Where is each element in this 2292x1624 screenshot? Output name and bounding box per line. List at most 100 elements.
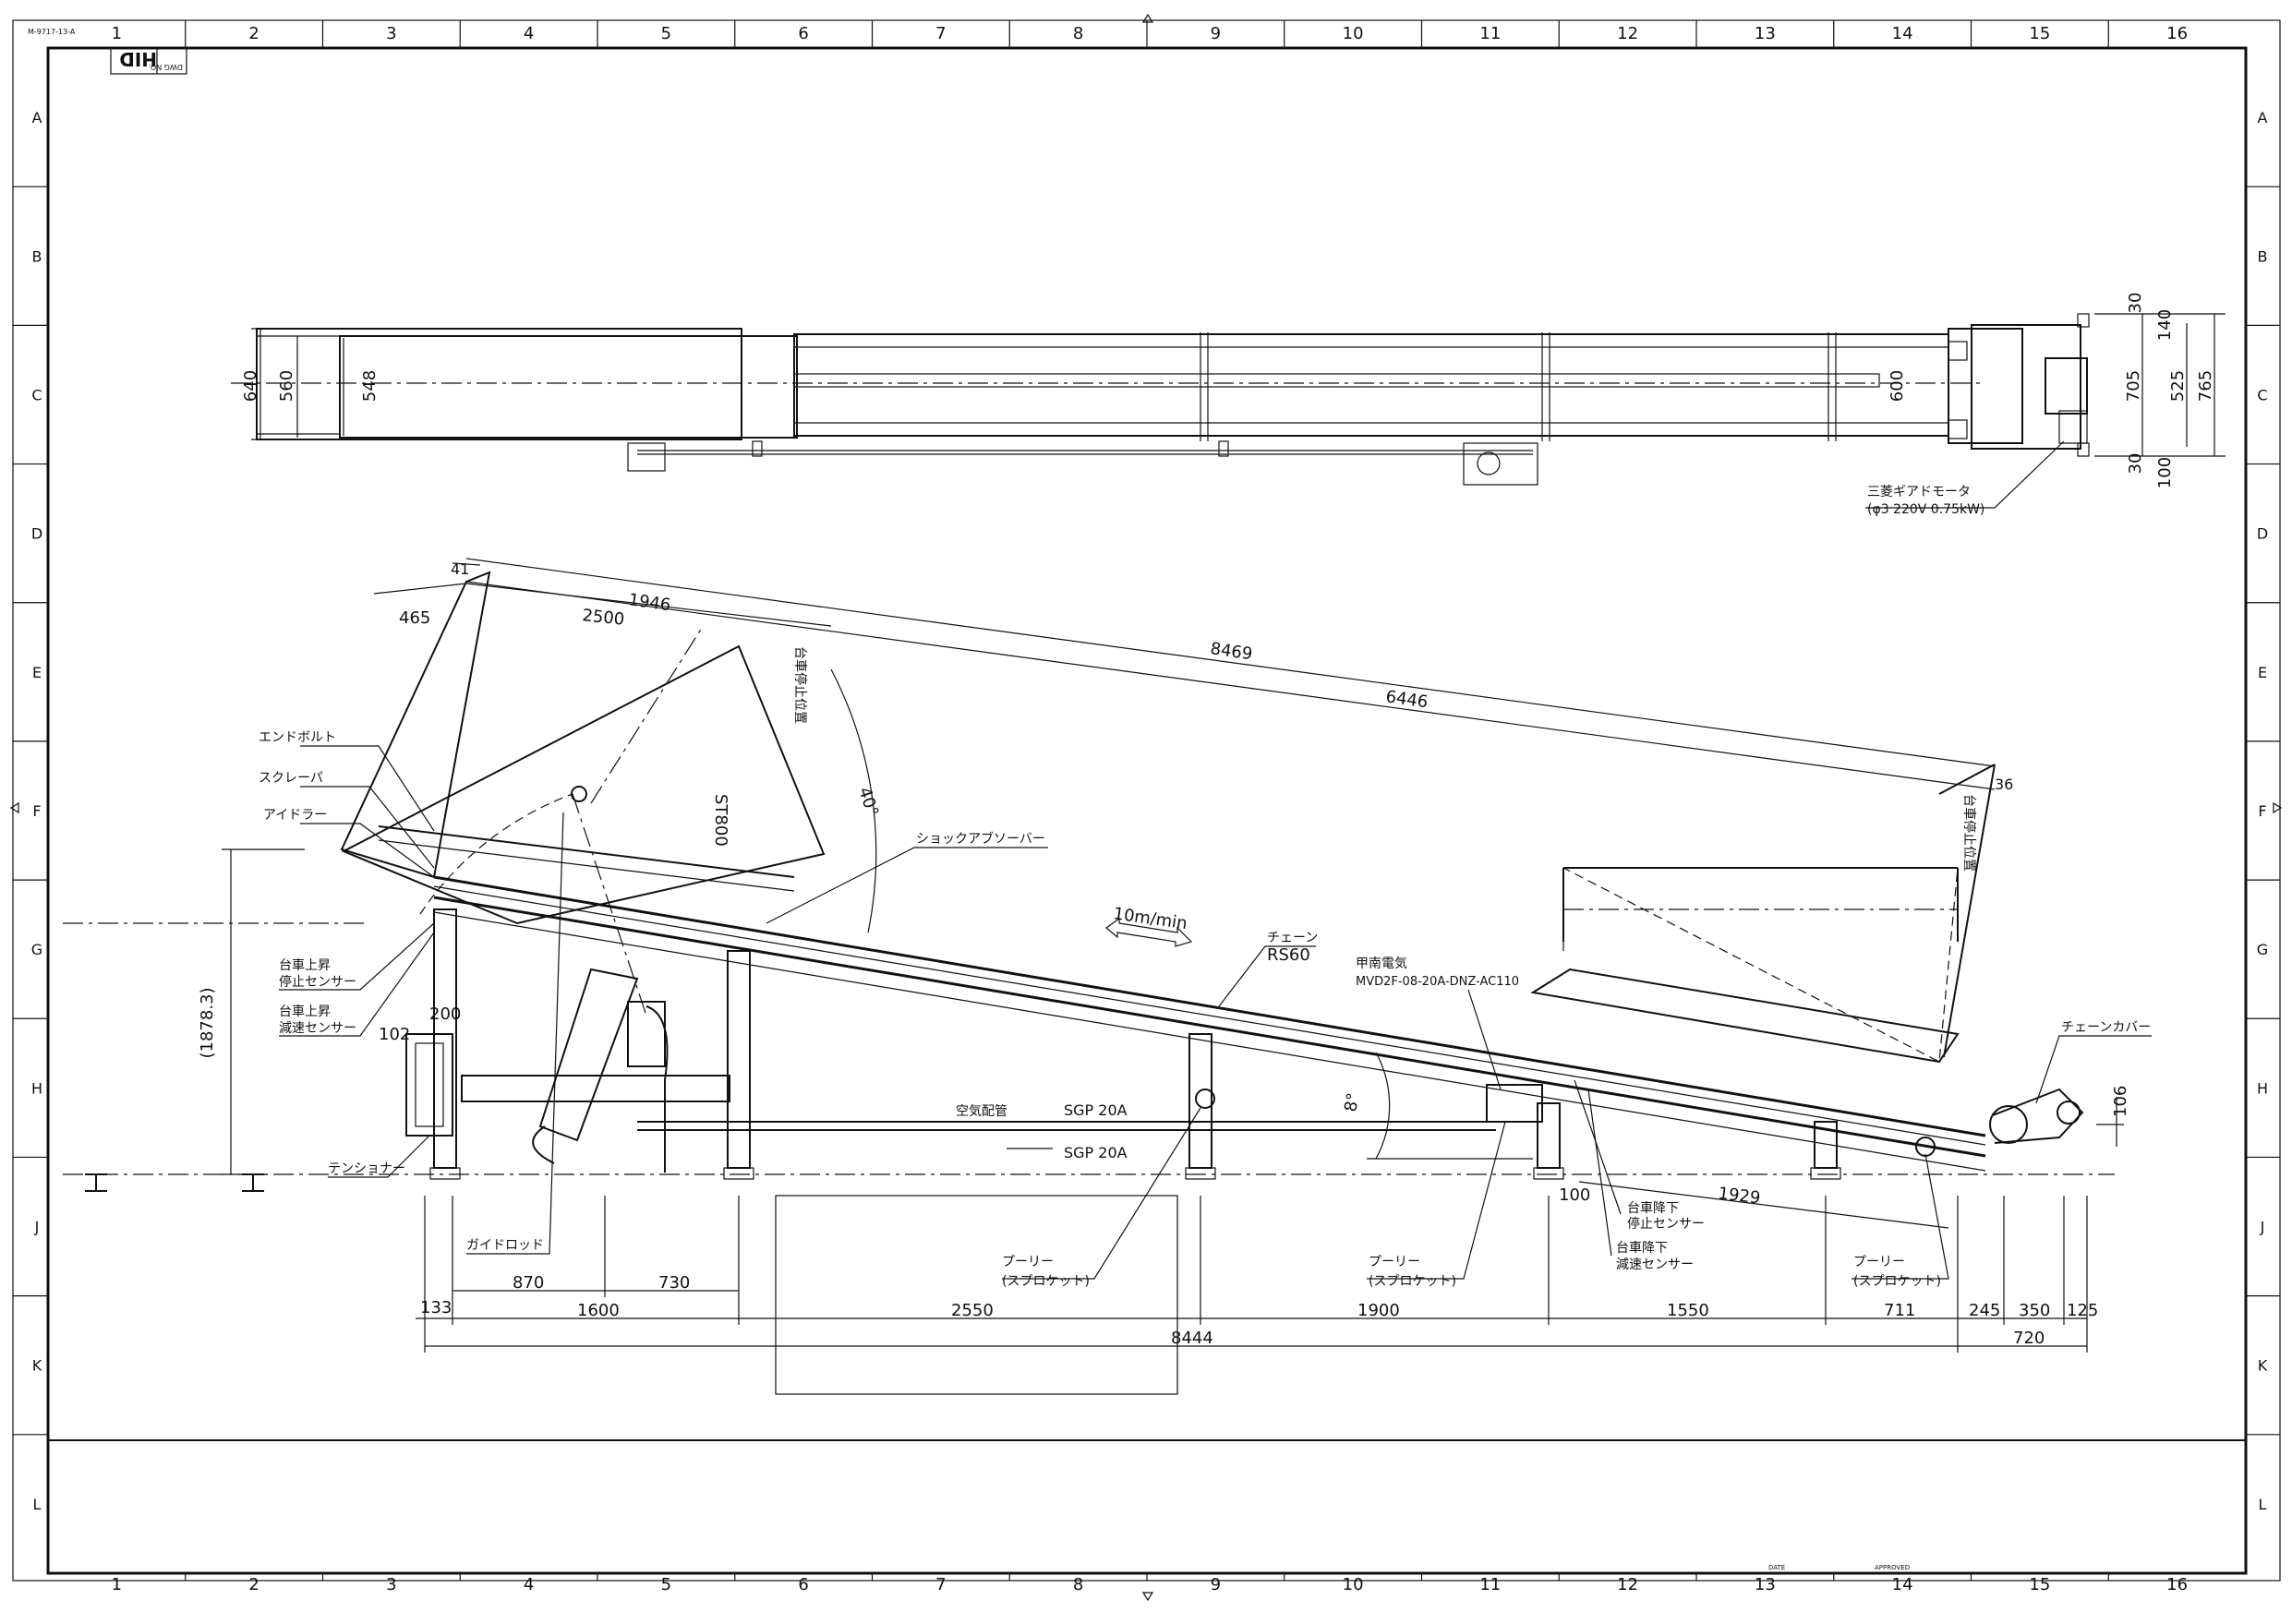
- angle-arc-40: [830, 668, 877, 933]
- dim-140: 140: [2155, 309, 2175, 341]
- leader-pulley-1: [1002, 1107, 1201, 1280]
- conveyor-top-chord: [433, 875, 1986, 1137]
- dim-100: 100: [2155, 457, 2175, 488]
- dim-1878: (1878.3): [198, 987, 217, 1058]
- dim-106: 106: [2111, 1086, 2130, 1117]
- column-number: 9: [1211, 1575, 1221, 1594]
- chain-cover-wheel: [1989, 1105, 2028, 1144]
- swing-arc: [419, 793, 573, 915]
- angle-arc-8: [1375, 1052, 1391, 1160]
- leader-box: [775, 1195, 1178, 1395]
- plan-bracket: [2077, 313, 2090, 328]
- label-lower-slow-2: 減速センサー: [1616, 1257, 1694, 1272]
- hopper-floor-inner: [378, 839, 795, 892]
- support-leg: [727, 950, 751, 1169]
- leader-scraper: [300, 786, 435, 869]
- column-number: 1: [112, 24, 122, 43]
- column-number: 6: [798, 24, 808, 43]
- column-number: 9: [1211, 24, 1221, 43]
- label-pipe-2: SGP 20A: [1064, 1144, 1128, 1161]
- sheet-frame: [9, 13, 2283, 1602]
- dim-30-top: 30: [2126, 293, 2145, 314]
- speed-arrow-icon: [1105, 917, 1193, 947]
- label-lower-stop-2: 停止センサー: [1627, 1216, 1705, 1232]
- motor-label-2: (φ3 220V 0.75kW): [1867, 502, 1984, 517]
- dim-711: 711: [1884, 1301, 1915, 1320]
- column-number: 8: [1073, 24, 1083, 43]
- dim-1600: 1600: [577, 1301, 620, 1320]
- dim-720: 720: [2013, 1329, 2045, 1348]
- dim-350: 350: [2019, 1301, 2050, 1320]
- grid-ticks: [13, 20, 2280, 1581]
- dim-41: 41: [451, 560, 469, 578]
- plan-motor-terminal: [2058, 410, 2088, 444]
- leader-guide-rod: [466, 812, 564, 1255]
- dim-870: 870: [513, 1273, 544, 1293]
- leader-pulley-3: [1852, 1153, 1949, 1280]
- label-tensioner: テンショナー: [328, 1161, 405, 1176]
- label-shock-absorber: ショックアブソーバー: [916, 831, 1045, 847]
- label-chain-type: RS60: [1267, 945, 1310, 965]
- dwg-no-box: HID DWG NO.: [110, 47, 187, 75]
- label-lift-stop-1: 台車上昇: [279, 957, 331, 973]
- label-stop-pos-2: 台車停止位置: [1961, 794, 1977, 872]
- cylinder-bracket: [627, 1001, 666, 1067]
- pivot-line: [590, 627, 703, 804]
- label-lower-slow-1: 台車降下: [1616, 1240, 1668, 1256]
- dim-line-465: [373, 583, 467, 595]
- pulley-icon: [1195, 1089, 1215, 1109]
- row-letter: F: [2258, 802, 2266, 820]
- label-scraper: スクレーパ: [259, 771, 323, 786]
- column-number: 10: [1343, 24, 1364, 43]
- column-number: 15: [2029, 24, 2050, 43]
- column-number: 11: [1479, 1575, 1501, 1594]
- dim-765: 765: [2196, 370, 2215, 402]
- air-hose: [532, 1005, 669, 1173]
- column-number: 15: [2029, 1575, 2050, 1594]
- dim-30-bottom: 30: [2126, 453, 2145, 475]
- dim-2500: 2500: [581, 606, 625, 630]
- chain-cover: [1992, 1088, 2084, 1144]
- dim-36: 36: [1995, 776, 2013, 793]
- dwg-no-frame: [110, 47, 187, 75]
- column-number: 2: [248, 24, 259, 43]
- plan-bracket: [2077, 442, 2090, 457]
- lower-cart-tip-outline: [1562, 867, 1959, 1063]
- dim-1929: 1929: [1717, 1184, 1761, 1208]
- tensioner-detail: [415, 1042, 444, 1127]
- conveyor-chain: [433, 885, 1986, 1146]
- dim-1946: 1946: [627, 590, 671, 615]
- dim-line-6446: [465, 581, 1996, 790]
- plan-clamp: [752, 440, 763, 457]
- label-lift-slow-2: 減速センサー: [279, 1020, 356, 1036]
- plan-hopper-inner: [339, 335, 798, 439]
- column-number: 16: [2166, 24, 2188, 43]
- column-number: 1: [112, 1575, 122, 1594]
- bottom-center-mark: [1141, 1592, 1154, 1602]
- column-number: 14: [1892, 1575, 1913, 1594]
- dim-8deg: 8°: [1341, 1091, 1363, 1113]
- row-letter: J: [2260, 1219, 2265, 1236]
- row-letter: H: [2257, 1079, 2268, 1097]
- plan-frame: [793, 333, 1949, 437]
- drawing-code: M-9717-13-A: [28, 28, 76, 36]
- leader-shock-absorber: [766, 847, 1048, 924]
- row-letter: D: [2257, 525, 2268, 543]
- dim-line-1929: [1578, 1181, 1949, 1229]
- column-number: 10: [1343, 1575, 1364, 1594]
- column-number: 4: [524, 24, 534, 43]
- dim-560: 560: [277, 370, 296, 402]
- dim-8444: 8444: [1171, 1329, 1213, 1348]
- label-pulley-3a: プーリー: [1853, 1255, 1905, 1269]
- dim-1550: 1550: [1667, 1301, 1709, 1320]
- row-letter: B: [2258, 247, 2268, 265]
- inner-border: [46, 46, 2248, 1575]
- row-letter: C: [2257, 386, 2267, 403]
- leader-pulley-2: [1367, 1121, 1506, 1280]
- bottom-dims: 133 870 730 1600 2550 1900 1550 711 245 …: [416, 1195, 2098, 1395]
- row-letter: G: [31, 941, 42, 958]
